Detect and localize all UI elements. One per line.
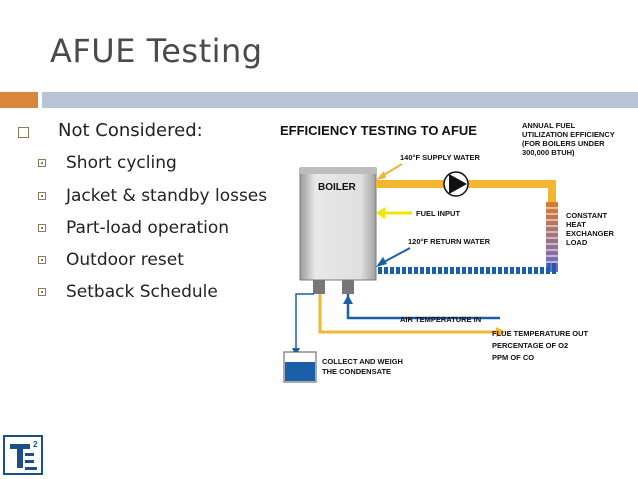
- fuel-arrow-head: [376, 207, 385, 219]
- supply-pointer-head: [376, 171, 386, 180]
- sub-bullet-text: Outdoor reset: [66, 250, 184, 270]
- load-label-line: HEAT: [566, 220, 586, 229]
- sub-bullet-text: Jacket & standby losses: [66, 186, 268, 206]
- diagram-heading: EFFICIENCY TESTING TO AFUE: [280, 123, 477, 138]
- return-pipe: [376, 267, 556, 274]
- return-pointer: [381, 247, 411, 264]
- boiler-outlet: [342, 280, 354, 294]
- fuel-label: FUEL INPUT: [416, 209, 460, 218]
- supply-pointer: [381, 163, 403, 177]
- square-bullet-icon: [18, 127, 29, 138]
- condensate-line: [295, 293, 314, 350]
- flue-arrow-head: [496, 327, 506, 337]
- supply-pipe-down: [548, 180, 556, 202]
- afue-diagram: EFFICIENCY TESTING TO AFUE ANNUAL FUEL U…: [280, 121, 615, 383]
- slide-title: AFUE Testing: [50, 32, 263, 70]
- supply-label: 140°F SUPPLY WATER: [400, 153, 481, 162]
- square-bullet-icon: [38, 256, 46, 264]
- annual-label-line: UTILIZATION EFFICIENCY: [522, 130, 615, 139]
- logo-superscript: 2: [33, 440, 38, 449]
- flue-line: [318, 294, 500, 334]
- pump-arrow-icon: [449, 174, 467, 194]
- condensate-water: [285, 362, 315, 381]
- flue-label-line: FLUE TEMPERATURE OUT: [492, 329, 589, 338]
- square-bullet-icon: [38, 192, 46, 200]
- return-pointer-head: [376, 257, 387, 267]
- load-label-line: EXCHANGER: [566, 229, 615, 238]
- square-bullet-icon: [38, 224, 46, 232]
- boiler-top: [300, 168, 376, 174]
- flue-label-line: PPM OF CO: [492, 353, 534, 362]
- air-in-arrow-head: [343, 295, 353, 304]
- heat-exchanger-fins: [546, 207, 558, 263]
- sub-bullet-text: Part-load operation: [66, 218, 230, 238]
- title-bar-accent: [0, 92, 38, 108]
- sub-bullet-text: Short cycling: [66, 153, 177, 173]
- load-label-line: LOAD: [566, 238, 588, 247]
- collect-label-line: COLLECT AND WEIGH: [322, 357, 403, 366]
- boiler-unit: [299, 167, 377, 281]
- air-label: AIR TEMPERATURE IN: [400, 315, 481, 324]
- boiler-outlet: [313, 280, 325, 294]
- return-label: 120°F RETURN WATER: [408, 237, 491, 246]
- bullet-text: Not Considered:: [58, 120, 203, 141]
- title-bar: [42, 92, 638, 108]
- load-label-line: CONSTANT: [566, 211, 608, 220]
- annual-label-line: 300,000 BTUH): [522, 148, 575, 157]
- square-bullet-icon: [38, 288, 46, 296]
- annual-label-line: ANNUAL FUEL: [522, 121, 576, 130]
- annual-label-line: (FOR BOILERS UNDER: [522, 139, 605, 148]
- square-bullet-icon: [38, 159, 46, 167]
- sub-bullet-text: Setback Schedule: [66, 282, 218, 302]
- te2-logo-icon: 2: [3, 435, 43, 475]
- flue-label-line: PERCENTAGE OF O2: [492, 341, 568, 350]
- boiler-label: BOILER: [318, 182, 357, 193]
- collect-label-line: THE CONDENSATE: [322, 367, 391, 376]
